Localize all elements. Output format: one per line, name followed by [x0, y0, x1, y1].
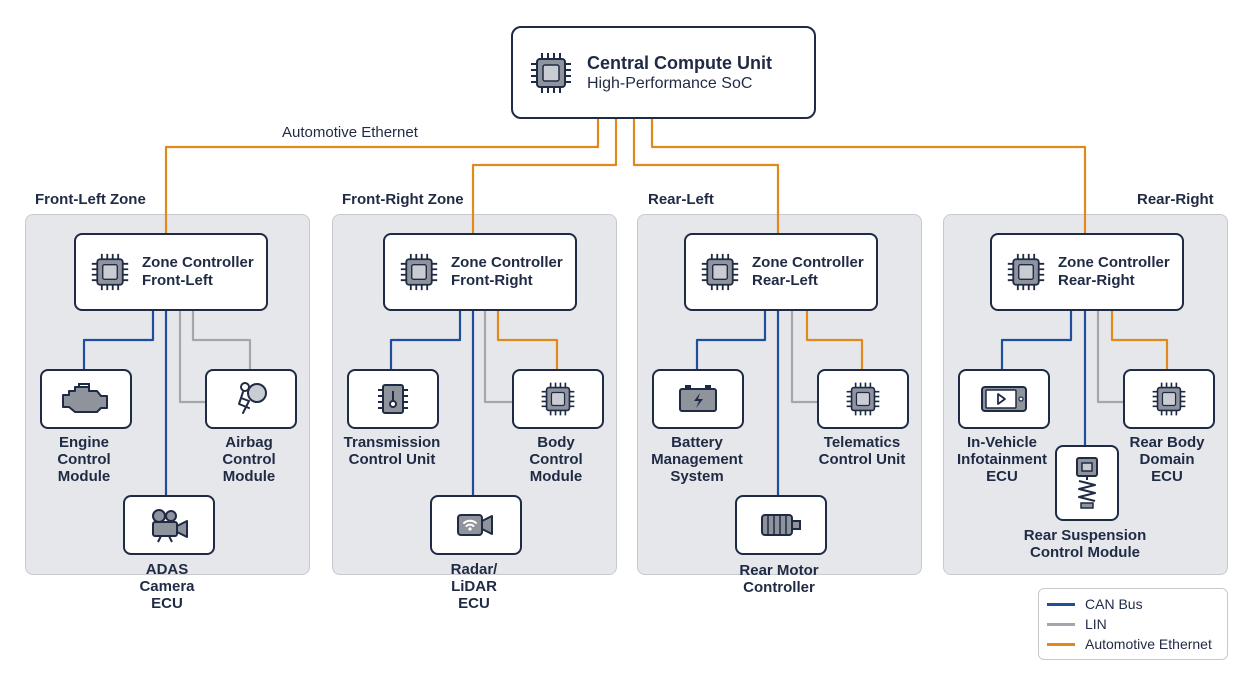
ethernet-link-label: Automotive Ethernet [282, 124, 418, 141]
ecu-label: Airbag Control Module [222, 434, 276, 485]
zone-controller-label: Zone Controller Rear-Left [752, 254, 864, 289]
ecu-adas-camera[interactable] [123, 495, 215, 555]
ecu-label: ADAS Camera ECU [139, 561, 195, 612]
camera-icon [147, 507, 191, 543]
legend-swatch [1047, 642, 1075, 646]
ecu-rear-motor-controller[interactable] [735, 495, 827, 555]
engine-icon [59, 381, 113, 417]
ecu-rear-body-domain[interactable] [1123, 369, 1215, 429]
chip-icon [700, 252, 740, 292]
zone-title-front-left: Front-Left Zone [35, 191, 146, 208]
chip-icon [529, 51, 573, 95]
zone-controller-rear-right[interactable]: Zone Controller Rear-Right [990, 233, 1184, 311]
ecu-infotainment[interactable] [958, 369, 1050, 429]
zone-controller-rear-left[interactable]: Zone Controller Rear-Left [684, 233, 878, 311]
legend-item-can: CAN Bus [1047, 595, 1143, 613]
ecu-label: Engine Control Module [57, 434, 111, 485]
zone-title-rear-right: Rear-Right [1137, 191, 1214, 208]
ecu-battery-management[interactable] [652, 369, 744, 429]
zone-controller-front-right[interactable]: Zone Controller Front-Right [383, 233, 577, 311]
ecu-label: Telematics Control Unit [818, 434, 906, 468]
ecu-label: Rear Suspension Control Module [1023, 527, 1147, 561]
battery-icon [675, 382, 721, 416]
central-subtitle: High-Performance SoC [587, 74, 753, 92]
zone-controller-label: Zone Controller Front-Left [142, 254, 254, 289]
ethernet-links [164, 116, 1169, 370]
legend-label: LIN [1085, 616, 1107, 632]
legend-swatch [1047, 602, 1075, 606]
legend-swatch [1047, 622, 1075, 626]
motor-icon [758, 508, 804, 542]
ecu-label: In-Vehicle Infotainment ECU [957, 434, 1047, 485]
chip-icon [399, 252, 439, 292]
can-links [82, 307, 1087, 496]
airbag-icon [231, 379, 271, 419]
ecu-telematics-control[interactable] [817, 369, 909, 429]
central-title: Central Compute Unit [587, 52, 773, 73]
ecu-label: Battery Management System [651, 434, 743, 485]
transmission-icon [375, 379, 411, 419]
ecu-label: Radar/ LiDAR ECU [450, 561, 498, 612]
chip-icon [1151, 381, 1187, 417]
zone-title-rear-left: Rear-Left [648, 191, 714, 208]
ecu-body-control[interactable] [512, 369, 604, 429]
ecu-radar-lidar[interactable] [430, 495, 522, 555]
lin-links [178, 307, 1123, 404]
legend: CAN Bus LIN Automotive Ethernet [1038, 588, 1228, 660]
zone-controller-label: Zone Controller Front-Right [451, 254, 563, 289]
ecu-label: Rear Body Domain ECU [1129, 434, 1205, 485]
central-compute-unit[interactable]: Central Compute Unit High-Performance So… [511, 26, 816, 119]
suspension-icon [1069, 455, 1105, 511]
ecu-engine-control[interactable] [40, 369, 132, 429]
ecu-airbag-control[interactable] [205, 369, 297, 429]
display-icon [978, 382, 1030, 416]
chip-icon [845, 381, 881, 417]
ecu-label: Rear Motor Controller [739, 562, 819, 596]
ecu-rear-suspension[interactable] [1055, 445, 1119, 521]
ecu-transmission-control[interactable] [347, 369, 439, 429]
ecu-label: Body Control Module [529, 434, 583, 485]
legend-item-lin: LIN [1047, 615, 1107, 633]
zone-title-front-right: Front-Right Zone [342, 191, 464, 208]
chip-icon [90, 252, 130, 292]
legend-item-ethernet: Automotive Ethernet [1047, 635, 1212, 653]
chip-icon [540, 381, 576, 417]
ecu-label: Transmission Control Unit [343, 434, 441, 468]
radar-icon [454, 507, 498, 543]
legend-label: CAN Bus [1085, 596, 1143, 612]
zone-controller-front-left[interactable]: Zone Controller Front-Left [74, 233, 268, 311]
legend-label: Automotive Ethernet [1085, 636, 1212, 652]
zone-controller-label: Zone Controller Rear-Right [1058, 254, 1170, 289]
chip-icon [1006, 252, 1046, 292]
